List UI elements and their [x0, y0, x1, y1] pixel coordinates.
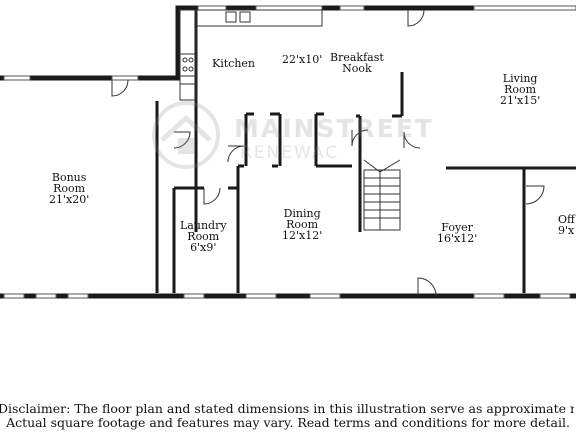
interior-walls: [155, 10, 576, 293]
room-dims: 12'x12': [282, 229, 323, 242]
exterior-walls: [0, 5, 576, 299]
room-name: Off: [558, 213, 575, 226]
room-name-line2: Room: [286, 218, 319, 231]
doors: [111, 9, 545, 297]
room-label-laundry-room: Laundry Room 6'x9': [180, 220, 227, 253]
room-label-kitchen: Kitchen: [212, 58, 255, 69]
room-dims: 22'x10': [282, 53, 323, 66]
room-name-line2: Room: [187, 230, 220, 243]
disclaimer-line-2: Actual square footage and features may v…: [6, 416, 570, 430]
room-label-bonus-room: Bonus Room 21'x20': [49, 172, 89, 205]
room-label-office: Off 9'x: [558, 214, 575, 236]
staircase: [363, 159, 401, 231]
room-name: Kitchen: [212, 57, 255, 70]
room-name-line2: Room: [53, 182, 86, 195]
room-name-line2: Nook: [342, 62, 372, 75]
room-name: Breakfast: [330, 51, 384, 64]
kitchen-counter: [179, 9, 323, 101]
disclaimer-line-1: Disclaimer: The floor plan and stated di…: [0, 402, 574, 416]
room-dims: 6'x9': [190, 241, 217, 254]
room-dims: 9'x: [558, 224, 575, 237]
room-name: Bonus: [51, 171, 87, 184]
room-name-line2: Room: [504, 83, 537, 96]
room-label-dining-room: Dining Room 12'x12': [282, 208, 322, 241]
room-label-kitchen-dims: 22'x10': [282, 54, 322, 65]
windows: [3, 5, 576, 299]
room-label-breakfast-nook: Breakfast Nook: [330, 52, 384, 74]
room-name: Dining: [283, 207, 321, 220]
room-name: Living: [502, 72, 538, 85]
room-name: Foyer: [441, 221, 473, 234]
room-dims: 21'x20': [49, 193, 90, 206]
room-dims: 21'x15': [500, 94, 541, 107]
room-label-foyer: Foyer 16'x12': [437, 222, 477, 244]
room-label-living-room: Living Room 21'x15': [500, 73, 540, 106]
room-dims: 16'x12': [437, 232, 478, 245]
room-name: Laundry: [180, 219, 227, 232]
